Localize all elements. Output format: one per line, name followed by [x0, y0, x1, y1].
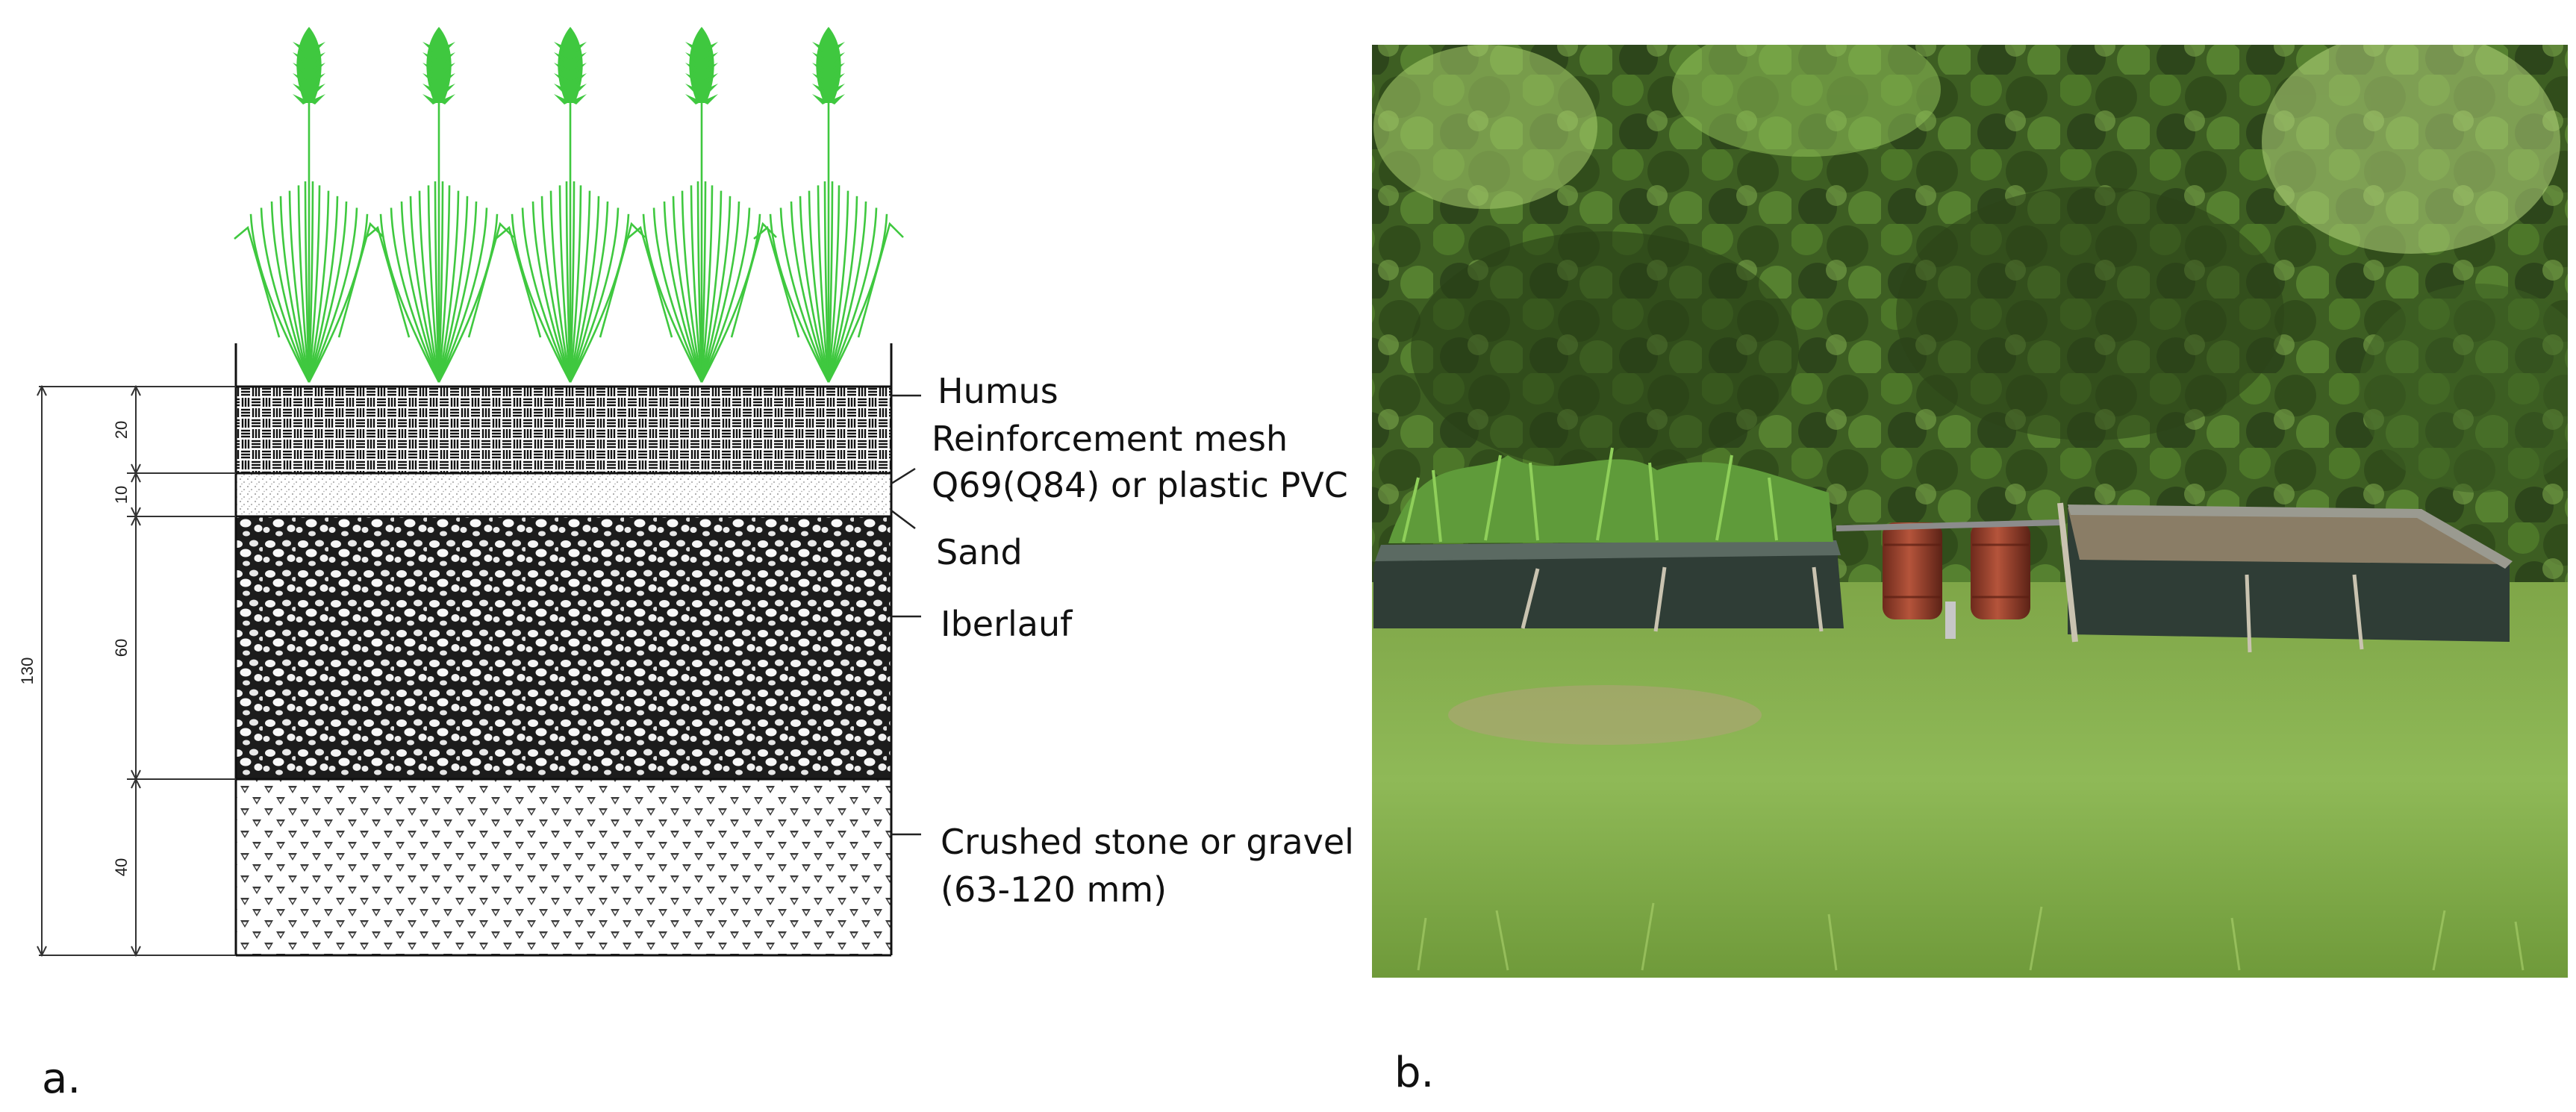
- reed-plant: [234, 27, 384, 383]
- gravel-layer: [236, 779, 891, 955]
- left-wetland-bed: [1373, 447, 1844, 632]
- water-barrels: [1836, 519, 2061, 639]
- dim-humus-label: 20: [112, 421, 131, 439]
- label-gravel-line2: (63-120 mm): [941, 869, 1167, 910]
- field-photo: [1372, 45, 2568, 978]
- right-bed-supports: [2245, 574, 2364, 653]
- reed-plant: [753, 27, 904, 383]
- label-mesh-line2: Q69(Q84) or plastic PVC: [932, 465, 1348, 505]
- label-mesh-line1: Reinforcement mesh: [932, 419, 1288, 459]
- reed-plume: [554, 27, 587, 104]
- grass-field: [1372, 582, 2568, 978]
- grass-strokes: [1417, 902, 2524, 971]
- reed-plume: [293, 27, 325, 104]
- bare-soil-patch: [1448, 685, 1762, 745]
- reed-plants: [234, 27, 904, 383]
- iberlauf-layer: [236, 516, 891, 779]
- panel-a-label: a.: [42, 1055, 81, 1103]
- dimension-lines: [37, 384, 236, 958]
- cross-section-diagram: 130 20 10 60 40 Humus Reinforcement mesh…: [18, 27, 1354, 1103]
- label-iberlauf: Iberlauf: [941, 604, 1073, 644]
- reed-plant: [364, 27, 514, 383]
- dim-iberlauf-label: 60: [112, 639, 131, 657]
- label-humus: Humus: [938, 371, 1058, 411]
- dim-gravel-label: 40: [112, 858, 131, 876]
- dim-total-label: 130: [18, 657, 37, 685]
- panel-b-label: b.: [1394, 1049, 1434, 1097]
- reed-plume: [685, 27, 718, 104]
- label-gravel-line1: Crushed stone or gravel: [941, 822, 1354, 862]
- reed-plant: [626, 27, 777, 383]
- sand-layer: [236, 473, 891, 516]
- planted-reeds: [1402, 447, 1778, 543]
- leader-lines: [891, 394, 921, 836]
- tree-highlights: [1373, 45, 2568, 493]
- left-bed-supports: [1521, 566, 1824, 632]
- humus-layer: [236, 387, 891, 473]
- dim-sand-label: 10: [112, 486, 131, 504]
- label-sand: Sand: [936, 532, 1023, 572]
- layer-boundaries: [234, 343, 893, 957]
- reed-plant: [495, 27, 646, 383]
- reed-plume: [812, 27, 845, 104]
- reed-plume: [422, 27, 455, 104]
- right-wetland-bed: [2057, 502, 2513, 653]
